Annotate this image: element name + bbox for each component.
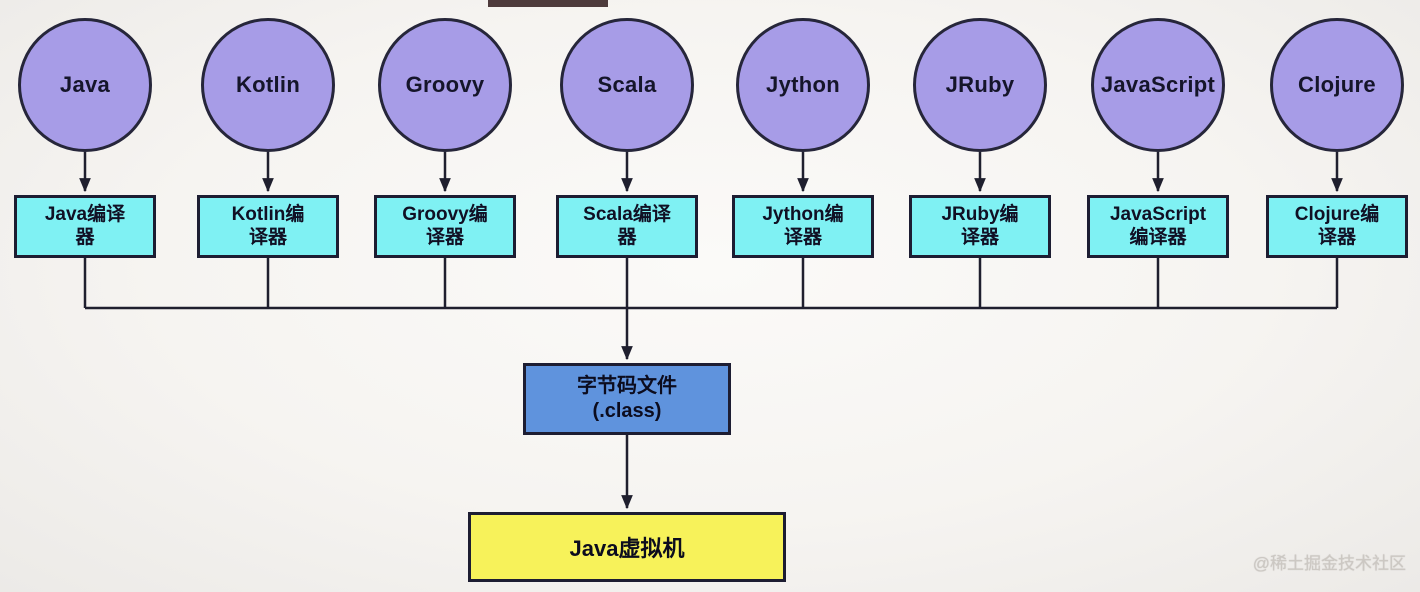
compiler-label-line: Scala编译 — [583, 203, 671, 225]
bytecode-label-line2: (.class) — [592, 400, 662, 422]
compiler-label-line: 译器 — [783, 226, 822, 248]
compiler-label-line: 译器 — [425, 226, 464, 248]
language-label: JRuby — [945, 72, 1015, 97]
top-edge-artifact — [488, 0, 608, 7]
language-circle-clojure: Clojure — [1270, 18, 1404, 152]
bytecode-file-box: 字节码文件 (.class) — [523, 363, 731, 435]
compiler-label-line: 译器 — [248, 226, 287, 248]
compiler-box-clojure: Clojure编 译器 — [1266, 195, 1408, 258]
language-label: Groovy — [405, 72, 485, 97]
language-label: JavaScript — [1100, 72, 1216, 97]
compiler-label-line: 译器 — [960, 226, 999, 248]
language-label: Kotlin — [235, 72, 301, 97]
language-label: Jython — [766, 72, 840, 97]
compiler-label-line: 编译器 — [1129, 226, 1187, 248]
compiler-box-jython: Jython编 译器 — [732, 195, 874, 258]
language-circle-groovy: Groovy — [378, 18, 512, 152]
compiler-label-line: Kotlin编 — [231, 203, 305, 225]
jvm-label: Java虚拟机 — [569, 536, 685, 561]
compiler-label-line: 译器 — [1317, 226, 1356, 248]
compiler-label-line: Clojure编 — [1294, 203, 1380, 225]
compiler-box-kotlin: Kotlin编 译器 — [197, 195, 339, 258]
compiler-box-java: Java编译 器 — [14, 195, 156, 258]
language-label: Clojure — [1298, 72, 1376, 97]
watermark: @稀土掘金技术社区 — [1252, 554, 1406, 573]
language-circle-scala: Scala — [560, 18, 694, 152]
compiler-label-line: 器 — [617, 226, 637, 248]
compiler-label-line: 器 — [75, 226, 95, 248]
compiler-label-line: Java编译 — [44, 203, 126, 225]
compiler-box-jruby: JRuby编 译器 — [909, 195, 1051, 258]
compiler-box-groovy: Groovy编 译器 — [374, 195, 516, 258]
compiler-label-line: Groovy编 — [402, 203, 488, 225]
compiler-box-scala: Scala编译 器 — [556, 195, 698, 258]
language-circle-kotlin: Kotlin — [201, 18, 335, 152]
compiler-label-line: JRuby编 — [941, 203, 1019, 225]
compiler-label-line: JavaScript — [1109, 203, 1207, 225]
compiler-label-line: Jython编 — [762, 203, 844, 225]
language-label: Scala — [597, 72, 657, 97]
language-label: Java — [59, 72, 111, 97]
language-circle-jruby: JRuby — [913, 18, 1047, 152]
language-circle-javascript: JavaScript — [1091, 18, 1225, 152]
bytecode-label-line1: 字节码文件 — [577, 375, 677, 397]
language-circle-java: Java — [18, 18, 152, 152]
compiler-box-javascript: JavaScript 编译器 — [1087, 195, 1229, 258]
language-circle-jython: Jython — [736, 18, 870, 152]
jvm-box: Java虚拟机 — [468, 512, 786, 582]
